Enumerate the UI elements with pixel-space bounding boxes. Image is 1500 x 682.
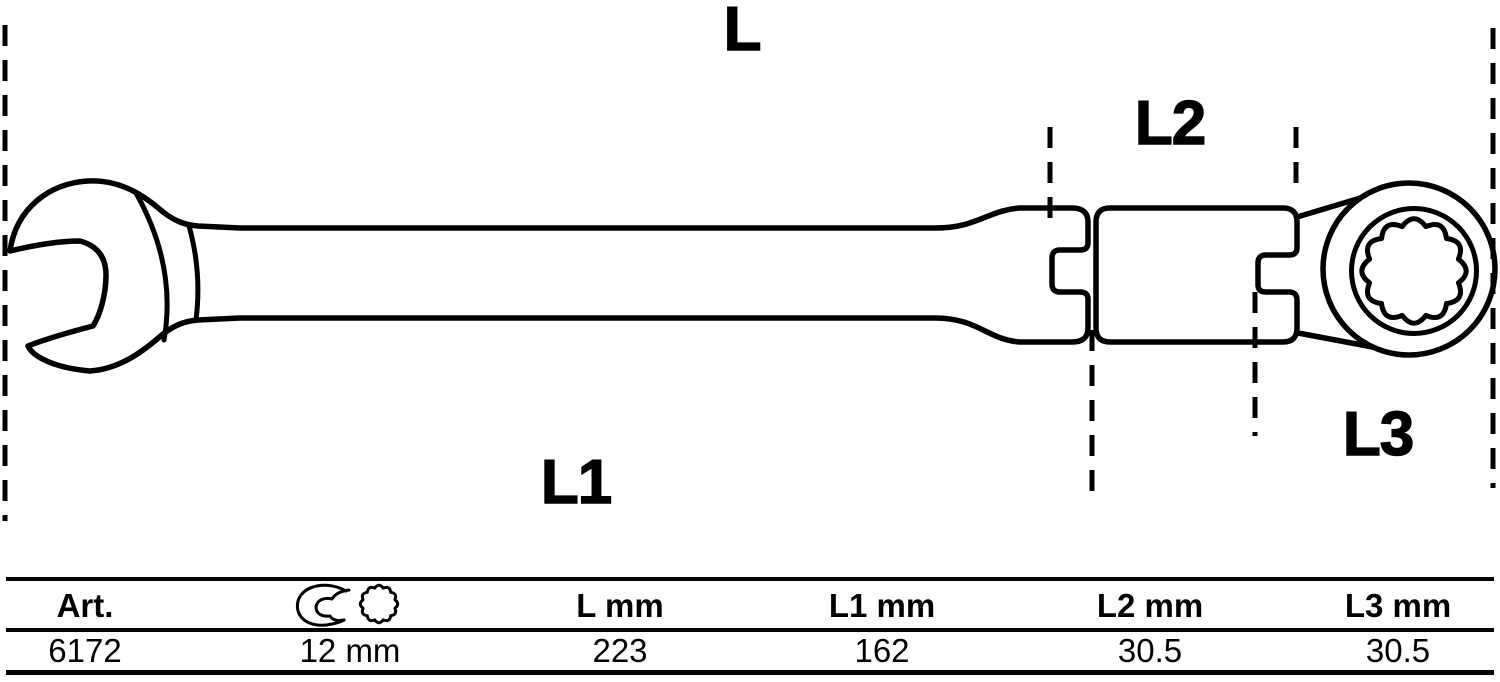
value-l: 223 <box>592 632 648 669</box>
col-header-l: L mm <box>576 587 664 624</box>
collar-arc-outer <box>133 190 170 343</box>
value-l3: 30.5 <box>1365 632 1431 669</box>
col-header-l3: L3 mm <box>1344 587 1452 624</box>
table-bottom-border <box>6 670 1494 675</box>
table-top-border <box>6 577 1494 581</box>
value-size: 12 mm <box>299 632 401 669</box>
twelve-point-ring-icon <box>358 583 400 625</box>
value-l2: 30.5 <box>1117 632 1183 669</box>
table-header-border <box>6 628 1494 632</box>
col-header-l2: L2 mm <box>1096 587 1204 624</box>
value-art: 6172 <box>48 632 122 669</box>
dimension-label-l3: L3 <box>1342 400 1415 469</box>
open-end-wrench-icon <box>295 583 351 627</box>
dimension-label-l2: L2 <box>1134 89 1207 158</box>
collar-arc-inner <box>186 223 201 323</box>
dimension-label-l1: L1 <box>540 448 613 517</box>
ring-inner-circle <box>1349 206 1479 336</box>
value-l1: 162 <box>854 632 910 669</box>
ring-12-point-profile <box>1359 216 1469 326</box>
col-header-l1: L1 mm <box>828 587 936 624</box>
col-header-art: Art. <box>56 587 114 624</box>
flex-joint-link <box>1093 205 1300 345</box>
wrench-body-outline <box>7 178 1091 374</box>
dimension-label-l: L <box>723 0 762 64</box>
